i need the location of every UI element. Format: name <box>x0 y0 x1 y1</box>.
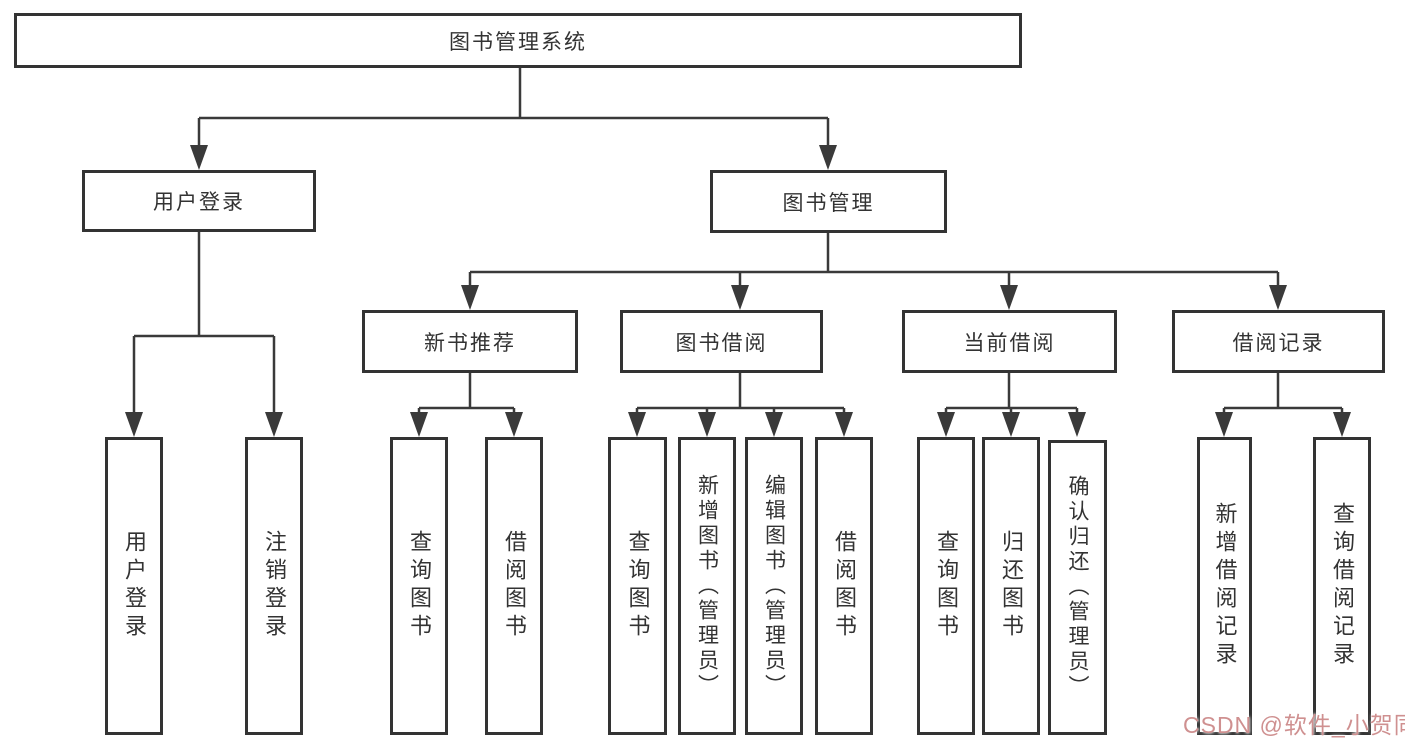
leaf-query-books-recommend-label: 查询图书 <box>407 530 432 642</box>
node-borrowing-records-label: 借阅记录 <box>1232 331 1325 355</box>
leaf-add-borrow-record-label: 新增借阅记录 <box>1212 502 1238 670</box>
node-book-management-label: 图书管理 <box>782 191 875 215</box>
node-new-book-recommendation: 新书推荐 <box>362 310 578 373</box>
leaf-edit-book-admin-label: 编辑图书（管理员） <box>762 473 786 699</box>
node-root-system-label: 图书管理系统 <box>449 30 587 54</box>
leaf-query-books-borrowing: 查询图书 <box>608 437 667 735</box>
leaf-query-borrow-record: 查询借阅记录 <box>1313 437 1371 735</box>
csdn-watermark: CSDN @软件_小贺同学 <box>1183 712 1405 738</box>
node-borrowing-records: 借阅记录 <box>1172 310 1385 373</box>
leaf-query-borrow-record-label: 查询借阅记录 <box>1330 502 1355 670</box>
leaf-logout-label: 注销登录 <box>262 530 287 642</box>
node-current-borrowing-label: 当前借阅 <box>963 331 1056 355</box>
leaf-confirm-return-admin-label: 确认归还（管理员） <box>1066 475 1089 700</box>
leaf-query-books-current: 查询图书 <box>917 437 975 735</box>
leaf-add-book-admin: 新增图书（管理员） <box>678 437 736 735</box>
node-book-borrowing-label: 图书借阅 <box>675 331 768 355</box>
node-book-borrowing: 图书借阅 <box>620 310 823 373</box>
node-user-login: 用户登录 <box>82 170 316 232</box>
leaf-borrow-books-recommend: 借阅图书 <box>485 437 543 735</box>
leaf-add-borrow-record: 新增借阅记录 <box>1197 437 1252 735</box>
node-user-login-label: 用户登录 <box>153 191 245 214</box>
node-root-system: 图书管理系统 <box>14 13 1022 68</box>
leaf-query-books-current-label: 查询图书 <box>934 530 959 642</box>
leaf-query-books-borrowing-label: 查询图书 <box>625 530 651 642</box>
leaf-borrow-books-borrowing-label: 借阅图书 <box>832 530 857 642</box>
leaf-add-book-admin-label: 新增图书（管理员） <box>695 473 719 699</box>
node-current-borrowing: 当前借阅 <box>902 310 1117 373</box>
leaf-query-books-recommend: 查询图书 <box>390 437 448 735</box>
leaf-user-login: 用户登录 <box>105 437 163 735</box>
leaf-confirm-return-admin: 确认归还（管理员） <box>1048 440 1107 735</box>
leaf-edit-book-admin: 编辑图书（管理员） <box>745 437 803 735</box>
node-book-management: 图书管理 <box>710 170 947 233</box>
leaf-user-login-label: 用户登录 <box>122 530 147 642</box>
leaf-borrow-books-borrowing: 借阅图书 <box>815 437 873 735</box>
leaf-logout: 注销登录 <box>245 437 303 735</box>
leaf-return-books: 归还图书 <box>982 437 1040 735</box>
leaf-return-books-label: 归还图书 <box>999 530 1024 642</box>
leaf-borrow-books-recommend-label: 借阅图书 <box>502 530 527 642</box>
node-new-book-recommendation-label: 新书推荐 <box>424 331 516 355</box>
